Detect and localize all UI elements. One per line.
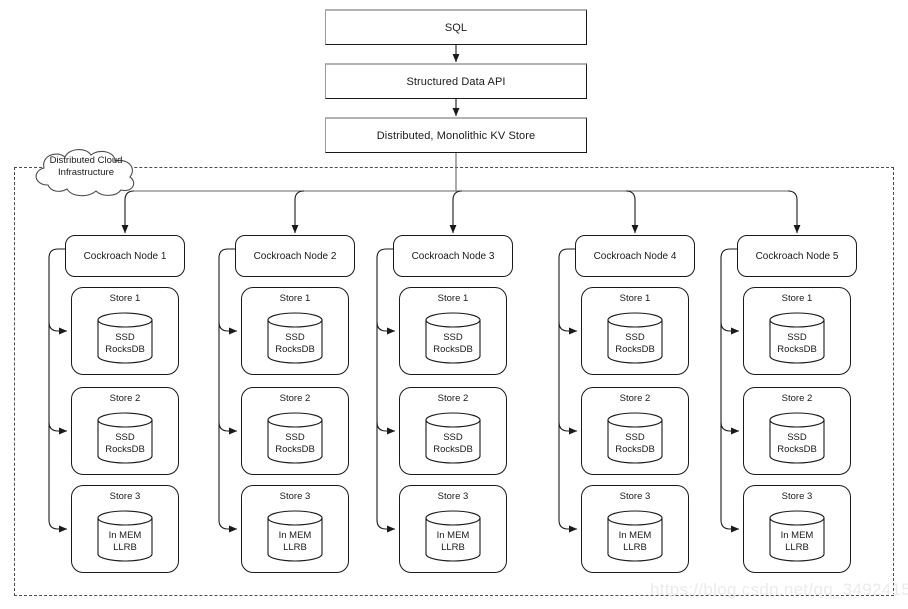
store-label: Store 3: [279, 491, 311, 502]
cloud-label: Distributed Cloud Infrastructure: [26, 155, 146, 179]
cloud-icon: [35, 149, 135, 197]
distributed-cloud-region: [14, 167, 894, 596]
database-cylinder-icon: [267, 510, 323, 562]
cloud-label-line2: Infrastructure: [58, 167, 114, 178]
database-cylinder-icon: [769, 412, 825, 464]
store-label: Store 2: [437, 393, 469, 404]
node-label: Cockroach Node 5: [755, 250, 839, 262]
stack-box-label: Distributed, Monolithic KV Store: [376, 129, 536, 142]
database-cylinder-icon: [425, 312, 481, 364]
stack-box-2[interactable]: Distributed, Monolithic KV Store: [325, 117, 587, 153]
stack-box-0[interactable]: SQL: [325, 9, 587, 45]
store-label: Store 2: [619, 393, 651, 404]
stack-box-label: Structured Data API: [406, 75, 506, 88]
store-label: Store 1: [109, 293, 141, 304]
store-label: Store 1: [279, 293, 311, 304]
node-label: Cockroach Node 2: [253, 250, 337, 262]
stack-box-label: SQL: [444, 21, 468, 34]
database-cylinder-icon: [97, 412, 153, 464]
cloud-label-line1: Distributed Cloud: [49, 155, 123, 166]
cockroach-node-5[interactable]: Cockroach Node 5: [737, 235, 857, 277]
node-label: Cockroach Node 1: [83, 250, 167, 262]
store-label: Store 2: [781, 393, 813, 404]
stack-box-1[interactable]: Structured Data API: [325, 63, 587, 99]
store-label: Store 1: [437, 293, 469, 304]
store-label: Store 1: [781, 293, 813, 304]
watermark-text: https://blog.csdn.net/qq_34924156: [650, 580, 908, 599]
database-cylinder-icon: [769, 312, 825, 364]
store-label: Store 2: [279, 393, 311, 404]
database-cylinder-icon: [425, 510, 481, 562]
database-cylinder-icon: [607, 312, 663, 364]
database-cylinder-icon: [607, 412, 663, 464]
store-label: Store 2: [109, 393, 141, 404]
store-label: Store 3: [781, 491, 813, 502]
cockroach-node-3[interactable]: Cockroach Node 3: [393, 235, 513, 277]
cockroach-node-2[interactable]: Cockroach Node 2: [235, 235, 355, 277]
database-cylinder-icon: [97, 510, 153, 562]
node-label: Cockroach Node 3: [411, 250, 495, 262]
database-cylinder-icon: [769, 510, 825, 562]
database-cylinder-icon: [267, 412, 323, 464]
cockroach-node-4[interactable]: Cockroach Node 4: [575, 235, 695, 277]
store-label: Store 3: [437, 491, 469, 502]
database-cylinder-icon: [425, 412, 481, 464]
database-cylinder-icon: [607, 510, 663, 562]
store-label: Store 3: [619, 491, 651, 502]
store-label: Store 1: [619, 293, 651, 304]
node-label: Cockroach Node 4: [593, 250, 677, 262]
database-cylinder-icon: [97, 312, 153, 364]
database-cylinder-icon: [267, 312, 323, 364]
store-label: Store 3: [109, 491, 141, 502]
cockroach-node-1[interactable]: Cockroach Node 1: [65, 235, 185, 277]
